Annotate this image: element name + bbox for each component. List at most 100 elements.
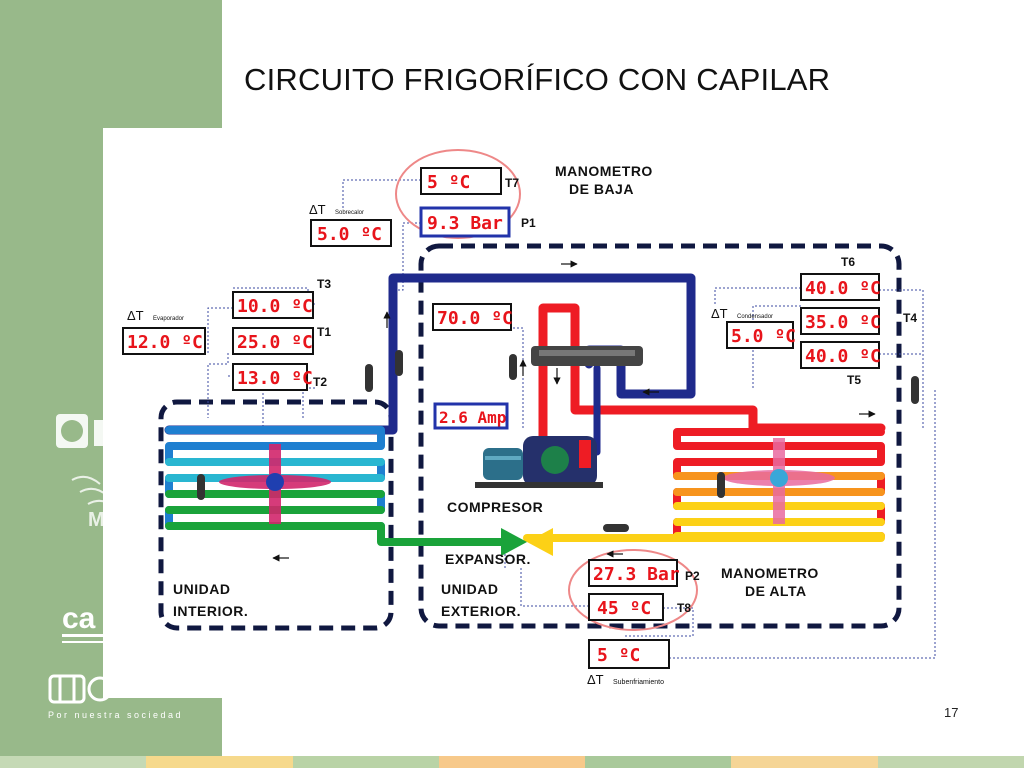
- tag-t8: T8: [677, 601, 691, 615]
- display-dt-sobrecalor: 5.0 ºC: [310, 219, 392, 247]
- manometro-baja-line2: DE BAJA: [569, 181, 634, 197]
- tag-t5: T5: [847, 373, 861, 387]
- sidebar-tagline: Por nuestra sociedad: [48, 710, 183, 720]
- svg-text:M: M: [88, 509, 105, 531]
- ccb-logo-icon: [48, 674, 113, 704]
- unidad-exterior-line1: UNIDAD: [441, 581, 498, 597]
- dt-sobrecalor-symbol: ΔT: [309, 202, 326, 217]
- dt-condensador-symbol: ΔT: [711, 306, 728, 321]
- dt-sobrecalor-text: Sobrecalor: [335, 210, 364, 216]
- sensor-probes: [197, 350, 919, 532]
- footer-stripe: [146, 756, 293, 768]
- dt-condensador-text: Condensador: [737, 314, 773, 320]
- p2-reading: 27.3 Bar: [593, 564, 680, 585]
- dt-evaporador-symbol: ΔT: [127, 308, 144, 323]
- display-t3: 10.0 ºC: [232, 291, 314, 319]
- expansor-label: EXPANSOR.: [445, 551, 531, 567]
- dt-sobrecalor-reading: 5.0 ºC: [317, 224, 382, 245]
- probe-evap-icon: [197, 474, 205, 500]
- t4-reading: 35.0 ºC: [805, 312, 881, 333]
- probe-t3-icon: [395, 350, 403, 376]
- compresor-temp-reading: 70.0 ºC: [437, 308, 513, 329]
- sensor-wires: [207, 179, 936, 659]
- manometro-alta-line2: DE ALTA: [745, 583, 807, 599]
- display-dt-evaporador: 12.0 ºC: [122, 327, 206, 355]
- accumulator-shine: [539, 350, 635, 356]
- flow-arrows: [272, 260, 876, 562]
- display-p1: 9.3 Bar: [419, 206, 511, 238]
- unidad-interior-line1: UNIDAD: [173, 581, 230, 597]
- t1-reading: 25.0 ºC: [237, 332, 313, 353]
- tag-p1: P1: [521, 216, 536, 230]
- dt-subenfriamiento-symbol: ΔT: [587, 672, 604, 687]
- display-t2: 13.0 ºC: [232, 363, 313, 391]
- diagram-card: [103, 128, 963, 698]
- tag-p2: P2: [685, 569, 700, 583]
- dt-subenfriamiento-reading: 5 ºC: [597, 645, 640, 666]
- display-dt-condensador: 5.0 ºC: [726, 321, 796, 349]
- evaporator-fan-icon: [219, 444, 331, 524]
- dt-evaporador-text: Evaporador: [153, 316, 184, 322]
- condenser-fan-icon: [723, 438, 835, 524]
- manometro-baja-ring: [395, 149, 521, 239]
- display-t5: 40.0 ºC: [800, 341, 881, 369]
- manometro-baja-line1: MANOMETRO: [555, 163, 653, 179]
- t7-reading: 5 ºC: [427, 172, 470, 193]
- probe-cond-icon: [717, 472, 725, 498]
- probe-t2-icon: [365, 364, 373, 392]
- footer-stripe: [438, 756, 586, 768]
- page-number: 17: [944, 705, 959, 720]
- dt-condensador-reading: 5.0 ºC: [731, 326, 796, 347]
- probe-t4-icon: [911, 376, 919, 404]
- display-t4: 35.0 ºC: [800, 307, 881, 335]
- footer-stripe: [0, 756, 147, 768]
- amperaje-reading: 2.6 Amp: [439, 408, 506, 427]
- tag-t2: T2: [313, 375, 327, 389]
- dt-subenfriamiento-text: Subenfriamiento: [613, 679, 664, 686]
- footer-stripe: [877, 756, 1024, 768]
- footer-stripe: [585, 756, 732, 768]
- tag-t6: T6: [841, 255, 855, 269]
- unidad-interior-border: [158, 399, 394, 631]
- dt-sobrecalor-label: ΔT Sobrecalor: [309, 202, 364, 217]
- t5-reading: 40.0 ºC: [805, 346, 881, 367]
- compressor-icon: [475, 436, 603, 488]
- manometro-alta-line1: MANOMETRO: [721, 565, 819, 581]
- refrigeration-circuit-diagram: 5 ºC 9.3 Bar 5.0 ºC 10.0 ºC 12.0 ºC 25.0…: [122, 149, 936, 687]
- refrigerant-piping: [164, 273, 886, 546]
- unidad-interior-line2: INTERIOR.: [173, 603, 248, 619]
- tag-t3: T3: [317, 277, 331, 291]
- tag-t7: T7: [505, 176, 519, 190]
- dt-subenfriamiento-label: ΔT Subenfriamiento: [587, 672, 664, 687]
- display-compresor-temp: 70.0 ºC: [432, 303, 513, 331]
- footer-stripe: [731, 756, 878, 768]
- ca-logo-icon: ca: [62, 602, 122, 643]
- dt-condensador-label: ΔT Condensador: [711, 306, 773, 321]
- probe-comp-icon: [509, 354, 517, 380]
- svg-text:ca: ca: [62, 602, 96, 635]
- tag-t1: T1: [317, 325, 331, 339]
- dt-evaporador-reading: 12.0 ºC: [127, 332, 203, 353]
- display-amperaje: 2.6 Amp: [433, 402, 509, 430]
- t8-reading: 45 ºC: [597, 598, 651, 619]
- probe-liquid-icon: [603, 524, 629, 532]
- display-t6: 40.0 ºC: [800, 273, 881, 301]
- dt-evaporador-label: ΔT Evaporador: [127, 308, 184, 323]
- display-t1: 25.0 ºC: [232, 327, 314, 355]
- display-dt-subenfriamiento: 5 ºC: [588, 639, 670, 669]
- tag-t4: T4: [903, 311, 917, 325]
- slide-title: CIRCUITO FRIGORÍFICO CON CAPILAR: [244, 62, 831, 97]
- display-p2: 27.3 Bar: [588, 559, 680, 587]
- p1-reading: 9.3 Bar: [427, 213, 503, 234]
- unidad-exterior-line2: EXTERIOR.: [441, 603, 521, 619]
- manometro-alta-ring: [568, 549, 698, 631]
- compresor-label: COMPRESOR: [447, 499, 543, 515]
- display-t7: 5 ºC: [420, 167, 502, 195]
- expansor-valve-right-icon: [527, 528, 553, 556]
- t2-reading: 13.0 ºC: [237, 368, 313, 389]
- t3-reading: 10.0 ºC: [237, 296, 313, 317]
- footer-stripe: [292, 756, 439, 768]
- display-t8: 45 ºC: [588, 593, 664, 621]
- footer-stripes: [0, 756, 1024, 768]
- t6-reading: 40.0 ºC: [805, 278, 881, 299]
